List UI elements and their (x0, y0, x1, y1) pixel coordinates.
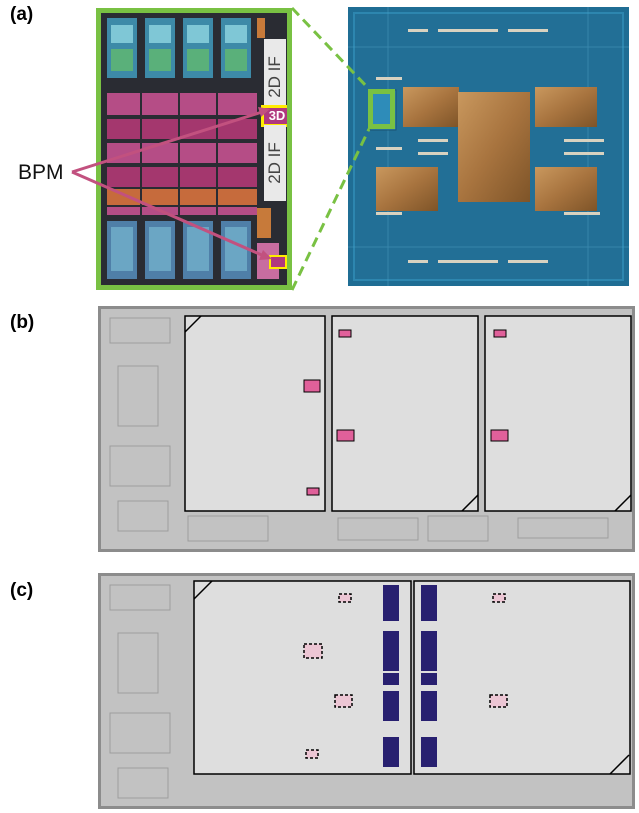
panel-label-a: (a) (10, 4, 34, 25)
panel-label-c: (c) (10, 580, 34, 601)
floorplan-b (98, 306, 635, 552)
bpm-label: BPM (18, 161, 64, 184)
callout-overlay (71, 6, 371, 291)
floorplan-c-graphic (101, 576, 632, 806)
floorplan-b-graphic (101, 309, 632, 549)
bpm-highlight-box (269, 255, 287, 269)
zoom-highlight-box (368, 89, 395, 129)
floorplan-c (98, 573, 635, 809)
if-label-top: 2D IF (264, 39, 286, 115)
package-graphic (348, 7, 629, 286)
die-photo: 2D IF 3D 2D IF (96, 8, 292, 290)
if-label-bottom: 2D IF (264, 125, 286, 201)
die-blocks (107, 18, 279, 279)
panel-label-b: (b) (10, 312, 35, 333)
package-photo (348, 7, 629, 286)
